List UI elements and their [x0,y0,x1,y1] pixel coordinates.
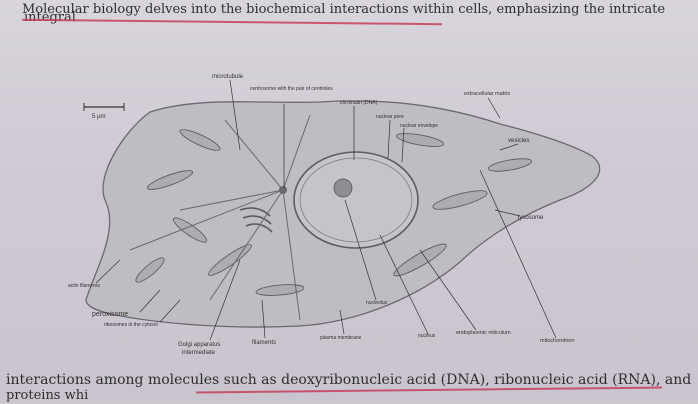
label-lysosome: lysosome [518,215,544,221]
scale-bar-label: 5 µm [92,114,105,120]
label-er: endoplasmic reticulum [456,330,511,336]
centrosome-shape [279,186,287,194]
label-intermediate: intermediate [182,350,216,356]
label-plasma-membrane: plasma membrane [320,335,362,341]
label-vesicles: vesicles [508,138,529,144]
label-chromatin: chromatin (DNA) [340,100,378,106]
label-peroxisome: peroxisome [92,311,128,318]
label-mitochondrion: mitochondrion [540,338,575,344]
label-nucleus: nucleus [418,333,436,339]
label-actin-filaments: actin filaments [68,283,100,289]
nucleus-shape [294,152,418,248]
body-sentence-cut: proteins whi [6,388,88,403]
label-microtubule: microtubule [212,74,244,80]
label-centrosome: centrosome with the pair of centrioles [250,86,333,92]
label-nuclear-pore: nuclear pore [376,114,404,120]
label-nucleolus: nucleolus [366,300,388,306]
label-extracellular-matrix: extracellular matrix [464,91,510,97]
label-filaments: filaments [252,340,276,346]
label-nuclear-envelope: nuclear envelope [400,123,438,129]
body-sentence: interactions among molecules such as deo… [6,372,691,388]
nucleolus-shape [334,179,352,197]
label-golgi: Golgi apparatus [178,342,220,348]
label-ribosomes: ribosomes in the cytosol [104,322,158,328]
